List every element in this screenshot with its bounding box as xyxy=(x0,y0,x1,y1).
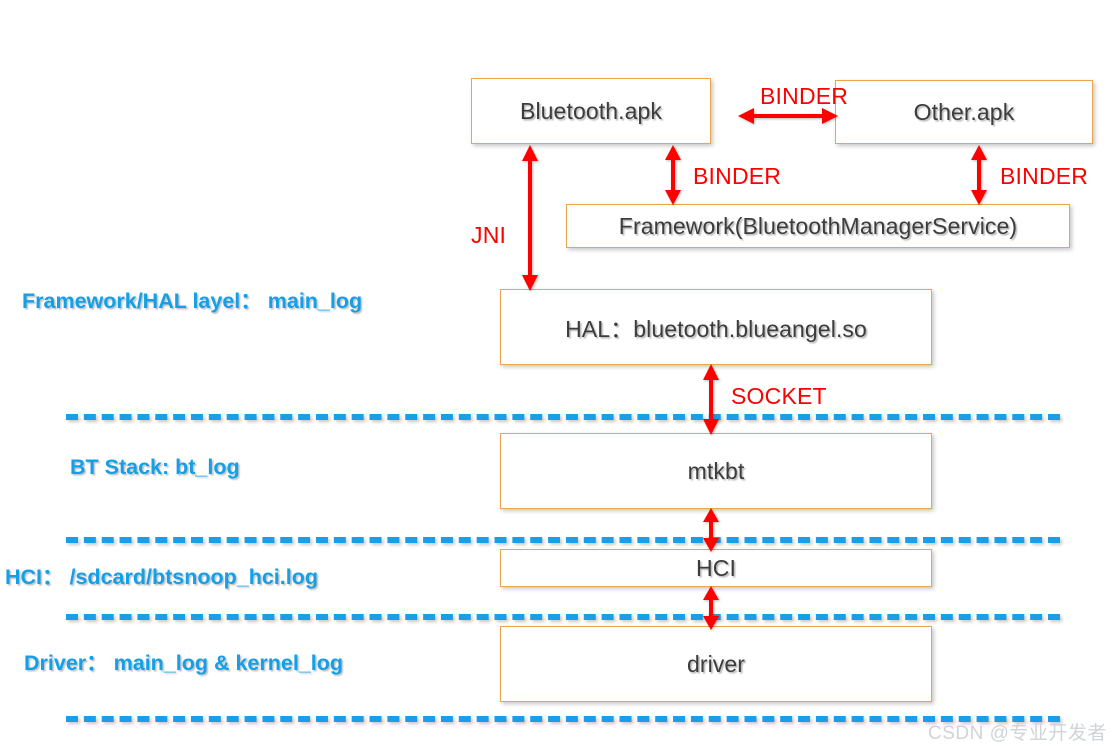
connector-label-jni: JNI xyxy=(471,222,507,248)
box-driver[interactable]: driver xyxy=(500,626,932,702)
box-hal[interactable]: HAL：bluetooth.blueangel.so xyxy=(500,289,932,365)
layer-label-framework-hal: Framework/HAL layel： main_log xyxy=(22,289,363,313)
watermark: CSDN @专业开发者 xyxy=(928,723,1107,744)
box-other-apk[interactable]: Other.apk xyxy=(835,80,1093,144)
layer-label-hci: HCI： /sdcard/btsnoop_hci.log xyxy=(5,565,318,589)
layer-label-driver: Driver： main_log & kernel_log xyxy=(24,651,344,675)
arrow-hci-to-driver xyxy=(699,586,723,630)
connector-label-binder-apk-to-apk: BINDER xyxy=(760,83,849,109)
arrow-mtkbt-to-hci xyxy=(699,508,723,552)
box-hal-label: HAL：bluetooth.blueangel.so xyxy=(565,316,867,342)
box-framework-label: Framework(BluetoothManagerService) xyxy=(618,212,1018,239)
layer-label-bt-stack: BT Stack: bt_log xyxy=(70,455,240,479)
divider-driver xyxy=(66,716,1060,722)
arrow-binder-other-to-framework xyxy=(967,145,991,205)
box-bluetooth-apk[interactable]: Bluetooth.apk xyxy=(471,78,711,144)
box-bluetooth-apk-label: Bluetooth.apk xyxy=(520,97,662,124)
divider-bt-stack xyxy=(66,537,1060,543)
divider-framework-hal xyxy=(66,414,1060,420)
box-hci-label: HCI xyxy=(696,554,736,581)
connector-label-binder-bt-to-framework: BINDER xyxy=(693,163,782,189)
box-mtkbt-label: mtkbt xyxy=(687,457,745,484)
arrow-binder-bt-to-framework xyxy=(661,145,685,205)
arrow-jni-apk-to-hal xyxy=(518,145,542,291)
connector-label-socket: SOCKET xyxy=(731,383,827,409)
connector-label-binder-other-to-framework: BINDER xyxy=(1000,163,1089,189)
box-other-apk-label: Other.apk xyxy=(913,98,1015,125)
arrow-socket-hal-to-mtkbt xyxy=(699,364,723,435)
box-mtkbt[interactable]: mtkbt xyxy=(500,433,932,509)
arrow-binder-apk-to-apk xyxy=(738,104,838,128)
divider-hci xyxy=(66,614,1060,620)
box-driver-label: driver xyxy=(686,650,746,677)
box-hci[interactable]: HCI xyxy=(500,549,932,587)
box-framework[interactable]: Framework(BluetoothManagerService) xyxy=(566,204,1070,248)
